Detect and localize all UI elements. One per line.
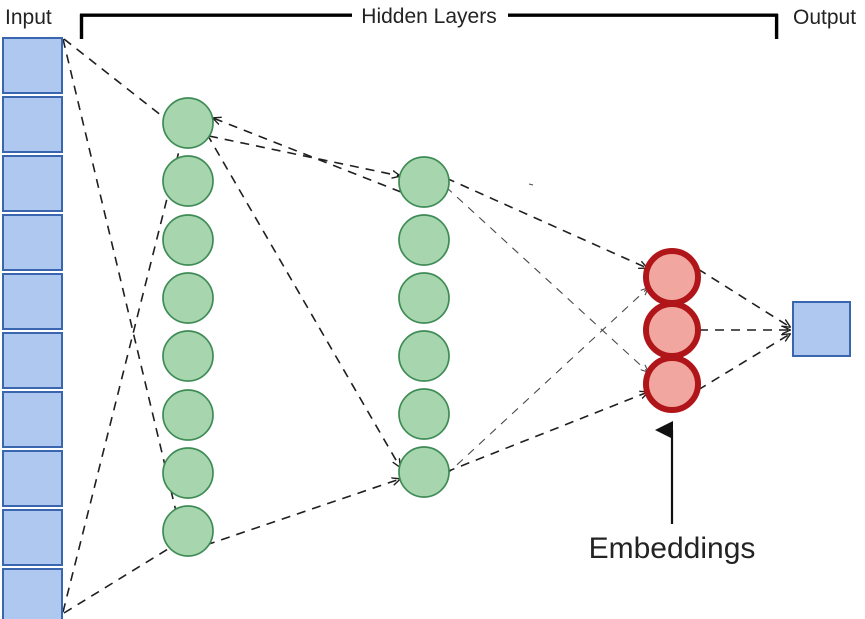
hidden-layers-label: Hidden Layers (361, 5, 496, 28)
input-node[interactable] (2, 568, 63, 619)
hidden-layer-1 (162, 97, 214, 557)
hidden-node[interactable] (162, 214, 214, 266)
embeddings-label: Embeddings (589, 532, 756, 565)
edge-stray-tick (528, 183, 534, 186)
edge-h2-bottom-to-embed-bottom (445, 392, 648, 473)
edge-embed-top-to-output (697, 268, 790, 327)
hidden-node[interactable] (162, 330, 214, 382)
edge-h2-bottom-to-embed-top (445, 288, 648, 476)
edge-input-bottom-to-h1-bottom (63, 541, 181, 614)
edge-h1-bottom-to-h2-top (213, 118, 402, 193)
input-node[interactable] (2, 332, 63, 389)
edges-embeddings-to-output (697, 268, 790, 391)
input-layer (2, 37, 63, 619)
input-node[interactable] (2, 450, 63, 507)
edges-input-to-hidden1 (62, 38, 183, 614)
hidden-node[interactable] (398, 214, 450, 266)
hidden-node[interactable] (162, 97, 214, 149)
hidden-node[interactable] (398, 272, 450, 324)
edge-input-top-to-h1-top (62, 135, 183, 613)
input-node[interactable] (2, 155, 63, 212)
hidden-node[interactable] (162, 505, 214, 557)
hidden-node[interactable] (162, 447, 214, 499)
edges-hidden2-to-embeddings (445, 177, 648, 476)
input-label: Input (5, 6, 52, 29)
embedding-node[interactable] (643, 355, 701, 413)
input-node[interactable] (2, 391, 63, 448)
input-node[interactable] (2, 509, 63, 566)
edge-input-bottom-to-h1-top (63, 38, 181, 131)
output-layer (792, 301, 851, 357)
edge-h1-top-to-h2-top (208, 135, 400, 176)
edges-hidden1-to-hidden2 (205, 118, 402, 546)
hidden-node[interactable] (162, 389, 214, 441)
output-label: Output (793, 6, 856, 29)
hidden-node[interactable] (398, 156, 450, 208)
hidden-node[interactable] (398, 388, 450, 440)
output-node[interactable] (792, 301, 851, 357)
edge-input-top-to-h1-bottom (62, 38, 179, 524)
input-node[interactable] (2, 37, 63, 94)
hidden-layer-2 (398, 156, 450, 498)
embedding-layer (643, 248, 701, 413)
input-node[interactable] (2, 214, 63, 271)
input-node[interactable] (2, 273, 63, 330)
edge-h1-bottom-to-h2-bottom (205, 479, 400, 546)
embedding-node[interactable] (643, 301, 701, 359)
hidden-node[interactable] (398, 446, 450, 498)
edge-h1-top-to-h2-bottom (206, 133, 400, 467)
edge-h2-top-to-embed-top (445, 177, 647, 268)
input-node[interactable] (2, 96, 63, 153)
hidden-layers-bracket (79, 13, 779, 39)
hidden-node[interactable] (162, 155, 214, 207)
edge-h2-top-to-embed-bottom (445, 186, 648, 372)
hidden-node[interactable] (162, 272, 214, 324)
embedding-node[interactable] (643, 248, 701, 306)
hidden-node[interactable] (398, 330, 450, 382)
edge-embed-bottom-to-output (697, 334, 790, 391)
